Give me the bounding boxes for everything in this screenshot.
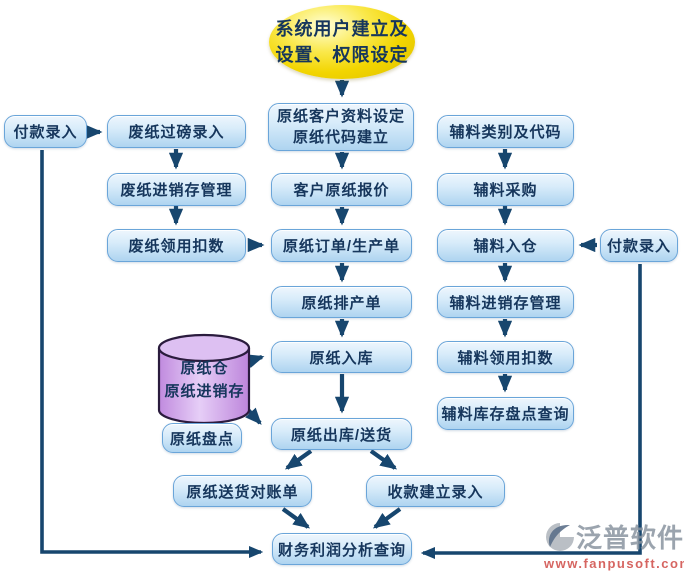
- node-delivery-statement: 原纸送货对账单: [173, 475, 312, 507]
- node-material-category: 辅料类别及代码: [437, 115, 574, 148]
- node-system-setup-line2: 设置、权限设定: [275, 45, 409, 65]
- node-payment-entry-left: 付款录入: [4, 115, 87, 148]
- node-waste-usage-deduction: 废纸领用扣数: [107, 229, 246, 262]
- node-finance-analysis: 财务利润分析查询: [272, 533, 412, 565]
- fanpu-logo-icon: [545, 522, 574, 551]
- arrow-delivery-statement-to-finance: [281, 507, 311, 529]
- node-receipt-entry: 收款建立录入: [366, 475, 505, 507]
- node-system-setup-line1: 系统用户建立及: [275, 19, 409, 39]
- node-paper-schedule: 原纸排产单: [271, 286, 412, 318]
- node-paper-customer-setup-line1: 原纸客户资料设定: [276, 108, 405, 125]
- node-paper-order: 原纸订单/生产单: [271, 229, 412, 262]
- node-waste-weighing-entry: 废纸过磅录入: [107, 115, 246, 148]
- node-material-stocktake-query: 辅料库存盘点查询: [437, 397, 574, 430]
- node-material-purchase: 辅料采购: [437, 173, 574, 206]
- cylinder-top: [157, 333, 251, 363]
- arrow-warehouse-to-inbound: [246, 354, 265, 369]
- arrow-outbound-to-receipt-entry: [369, 449, 398, 470]
- node-paper-inbound: 原纸入库: [271, 341, 412, 373]
- watermark: 泛普软件 www.fanpusoft.com: [544, 518, 684, 571]
- node-material-inbound: 辅料入仓: [437, 229, 574, 262]
- node-paper-customer-setup-line2: 原纸代码建立: [292, 129, 389, 146]
- connector-payment-left-to-finance: [40, 150, 264, 559]
- node-system-setup: 系统用户建立及 设置、权限设定: [269, 5, 415, 79]
- node-payment-entry-right: 付款录入: [600, 229, 678, 262]
- connector-payment-right-to-finance: [420, 264, 642, 560]
- node-paper-customer-setup: 原纸客户资料设定 原纸代码建立: [268, 103, 414, 151]
- watermark-brand: 泛普软件: [575, 523, 684, 553]
- node-material-inventory-mgmt: 辅料进销存管理: [437, 286, 574, 318]
- node-paper-warehouse-label: 原纸仓 原纸进销存: [162, 355, 247, 405]
- node-paper-quote: 客户原纸报价: [271, 173, 412, 206]
- node-paper-outbound: 原纸出库/送货: [271, 418, 412, 450]
- arrow-receipt-entry-to-finance: [372, 507, 402, 529]
- node-paper-stocktake: 原纸盘点: [162, 423, 242, 453]
- node-paper-warehouse-line2: 原纸进销存: [164, 383, 245, 400]
- arrow-outbound-to-delivery-statement: [284, 449, 313, 470]
- node-waste-inventory-mgmt: 废纸进销存管理: [107, 173, 246, 206]
- node-material-usage-deduction: 辅料领用扣数: [437, 341, 574, 373]
- watermark-url: www.fanpusoft.com: [544, 556, 684, 571]
- node-paper-warehouse-line1: 原纸仓: [180, 360, 229, 377]
